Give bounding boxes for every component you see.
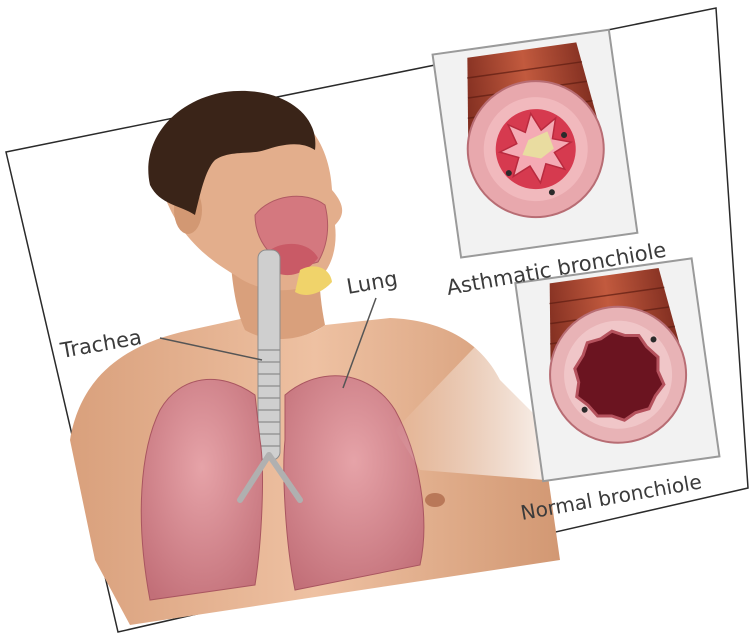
- normal-bronchiole-panel: [515, 258, 719, 481]
- trachea: [258, 250, 280, 460]
- asthmatic-bronchiole-panel: [433, 30, 638, 258]
- nipple: [425, 493, 445, 507]
- illustration-card: Trachea Lung Asthmatic bronchiole Normal…: [6, 8, 748, 632]
